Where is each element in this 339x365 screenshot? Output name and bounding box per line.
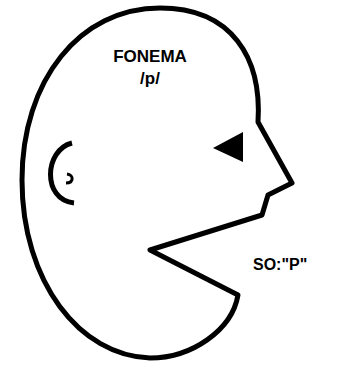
ear: [51, 143, 75, 203]
sound-label: SO:"P": [253, 256, 307, 274]
phoneme-symbol: /p/: [85, 68, 215, 90]
phoneme-heading: FONEMA: [85, 46, 215, 68]
head-line: [22, 8, 292, 358]
ear-inner: [66, 174, 72, 183]
eye: [213, 132, 243, 162]
node-text-box: FONEMA/p/: [85, 46, 215, 90]
